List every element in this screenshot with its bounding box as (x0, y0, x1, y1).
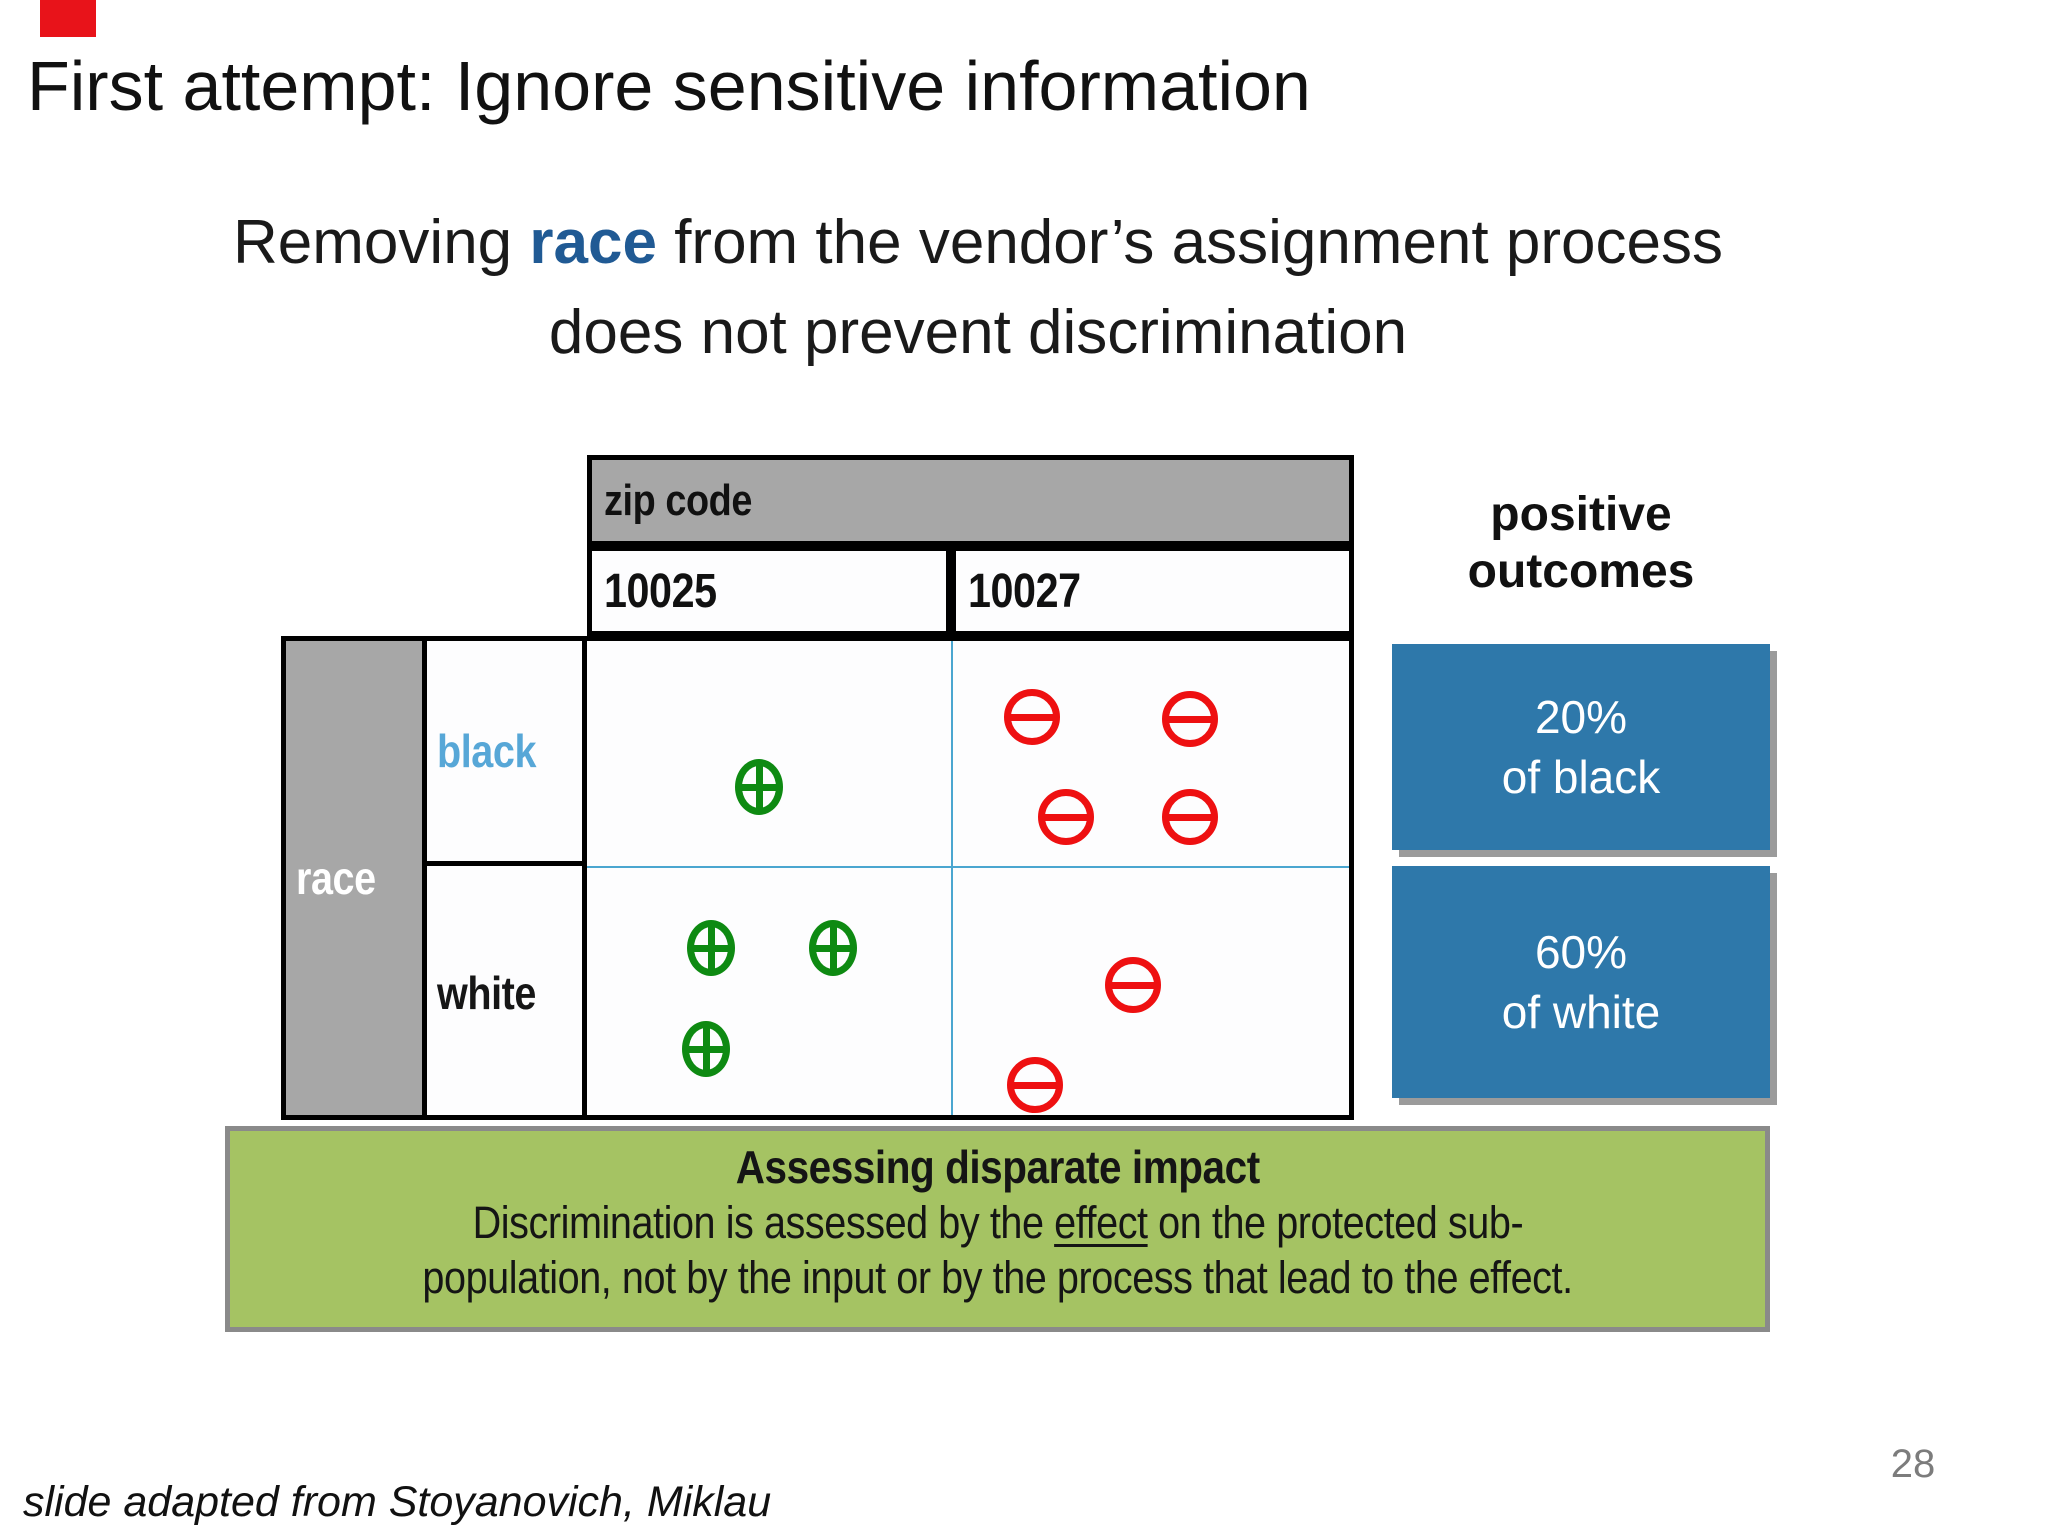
subtitle-highlight-race: race (529, 208, 657, 277)
negative-outcome-symbol (1038, 789, 1094, 845)
positive-outcome-symbol (687, 920, 735, 976)
row-label-white: white (427, 871, 582, 1115)
callout-line1: Discrimination is assessed by the effect… (472, 1195, 1523, 1250)
negative-outcome-symbol (1162, 789, 1218, 845)
subtitle-text: Removing (233, 208, 530, 277)
negative-outcome-symbol (1004, 689, 1060, 745)
column-header-label: 10025 (604, 564, 717, 618)
positive-outcomes-heading: positive outcomes (1392, 486, 1770, 600)
callout-line2: population, not by the input or by the p… (422, 1252, 1573, 1303)
outcome-box-black: 20% of black (1392, 644, 1770, 850)
callout-title: Assessing disparate impact (735, 1141, 1260, 1193)
negative-outcome-symbol (1105, 957, 1161, 1013)
column-header-10027: 10027 (951, 546, 1354, 636)
column-header-label: 10027 (968, 564, 1081, 618)
subtitle-text: from the vendor’s assignment process (656, 208, 1723, 277)
subtitle-line1: Removing race from the vendor’s assignme… (233, 208, 1723, 277)
positive-outcome-symbol (735, 759, 783, 815)
outcome-value: 60% (1534, 926, 1628, 978)
page-title: First attempt: Ignore sensitive informat… (27, 47, 1311, 125)
row-label-black: black (427, 641, 582, 866)
negative-outcome-symbol (1007, 1057, 1063, 1113)
outcome-label: of black (1501, 751, 1661, 803)
subtitle-line2: does not prevent discrimination (548, 298, 1408, 367)
table-data-area (587, 641, 1349, 1115)
outcome-box-white: 60% of white (1392, 866, 1770, 1098)
race-label: race (296, 852, 376, 904)
callout-box: Assessing disparate impact Discriminatio… (225, 1126, 1770, 1332)
row-label-text: white (437, 967, 536, 1019)
column-divider-line (951, 641, 953, 1115)
page-number: 28 (1890, 1442, 1936, 1486)
row-label-column: black white (427, 641, 587, 1115)
race-row-group-header: race (286, 641, 427, 1115)
callout-text: on the protected sub- (1147, 1197, 1523, 1248)
positive-outcome-symbol (682, 1021, 730, 1077)
zip-code-header: zip code (587, 455, 1354, 546)
heading-line: positive (1490, 488, 1672, 541)
heading-line: outcomes (1467, 545, 1695, 598)
outcome-label: of white (1501, 986, 1661, 1038)
row-divider-line (587, 866, 1349, 868)
red-marker (40, 0, 96, 37)
row-label-text: black (437, 725, 537, 777)
callout-underlined-word: effect (1053, 1197, 1148, 1248)
callout-text: Discrimination is assessed by the (472, 1197, 1054, 1248)
footer-credit: slide adapted from Stoyanovich, Miklau (23, 1478, 772, 1526)
positive-outcome-symbol (809, 920, 857, 976)
negative-outcome-symbol (1162, 691, 1218, 747)
outcome-value: 20% (1534, 691, 1628, 743)
subtitle: Removing race from the vendor’s assignme… (0, 198, 1956, 378)
data-table-body: race black white (281, 636, 1354, 1120)
zip-code-header-label: zip code (604, 475, 752, 525)
column-header-10025: 10025 (587, 546, 951, 636)
